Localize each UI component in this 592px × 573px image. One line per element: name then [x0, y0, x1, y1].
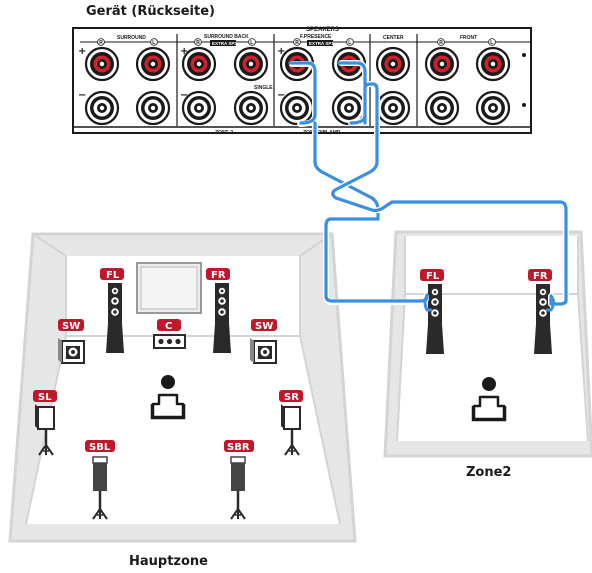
- label-main-sw-right-bg: [251, 319, 277, 331]
- label-main-fl: FL: [106, 270, 120, 281]
- terminal-front-l-plus: [475, 46, 511, 82]
- plus-mark-3: +: [277, 46, 285, 57]
- plus-mark-1: +: [78, 46, 86, 57]
- section-center: CENTER: [383, 35, 404, 41]
- sback-l-mark: L: [250, 40, 253, 46]
- zone2-panel-label: ZONE 2: [215, 130, 233, 136]
- label-main-fr-bg: [206, 268, 230, 280]
- subwoofer-icon: [249, 337, 277, 364]
- label-main-sbr: SBR: [227, 442, 250, 453]
- speaker-main-c: C: [153, 319, 186, 349]
- cable-zone2-fl-loop: [423, 294, 433, 312]
- terminal-surround-r-plus: [84, 46, 120, 82]
- speaker-main-sr: SR: [279, 390, 303, 457]
- plus-mark-2: +: [180, 46, 188, 57]
- label-zone2-fr-bg: [528, 269, 552, 281]
- label-main-fr: FR: [211, 270, 226, 281]
- label-main-sbl-bg: [85, 440, 115, 452]
- minus-mark-1: −: [78, 90, 86, 101]
- speaker-zone2-fl: FL: [420, 269, 444, 354]
- zone2-room: [383, 230, 592, 458]
- tv-icon: [136, 262, 202, 314]
- minus-mark-2: −: [180, 90, 188, 101]
- fp-l-mark: L: [348, 40, 351, 46]
- single-label: SINGLE: [254, 85, 273, 91]
- terminal-sback-l-plus: [233, 46, 269, 82]
- terminal-sback-r-minus: [181, 90, 217, 126]
- extra-sp2-label: EXTRA SP2: [212, 41, 237, 46]
- speaker-main-fr: FR: [206, 268, 231, 353]
- speaker-main-fl: FL: [100, 268, 124, 353]
- section-front: FRONT: [460, 35, 477, 41]
- device-title: Gerät (Rückseite): [86, 4, 215, 19]
- label-main-sbr-bg: [224, 440, 254, 452]
- label-main-sl-bg: [33, 390, 57, 402]
- label-main-sbl: SBL: [89, 442, 111, 453]
- tower-speaker-icon: [106, 283, 124, 353]
- speaker-main-sl: SL: [33, 390, 57, 457]
- speaker-main-sw-left: SW: [57, 319, 85, 364]
- terminal-sback-r-plus: [181, 46, 217, 82]
- terminal-fp-r-minus: [279, 90, 315, 126]
- zone2-biamp-label: ZONE 2/BI-AMP: [303, 130, 341, 136]
- terminal-surround-l-plus: [135, 46, 171, 82]
- label-main-c-bg: [157, 319, 181, 331]
- front-l-mark: L: [490, 40, 493, 46]
- extra-sp1-badge: [307, 40, 333, 46]
- subwoofer-icon: [57, 337, 85, 364]
- speaker-cables: [288, 60, 569, 312]
- label-main-sl: SL: [38, 392, 52, 403]
- label-main-sr-bg: [279, 390, 303, 402]
- rl-markers: R L R L R L R L: [97, 38, 496, 46]
- label-main-fl-bg: [100, 268, 124, 280]
- label-zone2-fl: FL: [426, 271, 440, 282]
- terminal-surround-r-minus: [84, 90, 120, 126]
- terminal-front-l-minus: [475, 90, 511, 126]
- extra-sp1-label: EXTRA SP1: [309, 41, 334, 46]
- terminal-center-plus: [375, 46, 411, 82]
- zone2-caption: Zone2: [466, 465, 511, 480]
- cable-zone2-fr-loop: [545, 294, 555, 312]
- center-speaker-icon: [153, 334, 186, 349]
- surround-l-mark: L: [152, 40, 155, 46]
- speaker-main-sbl: SBL: [85, 440, 115, 521]
- polarity-marks: + − + − + −: [78, 46, 285, 101]
- speaker-main-sw-right: SW: [249, 319, 277, 364]
- section-surround-back: SURROUND BACK: [204, 34, 249, 40]
- surround-r-mark: R: [99, 40, 103, 46]
- cable-zone2-fr-core: [331, 61, 568, 306]
- fp-r-mark: R: [295, 40, 299, 46]
- tower-speaker-icon: [213, 283, 231, 353]
- label-main-sw-left: SW: [62, 321, 80, 332]
- label-zone2-fl-bg: [420, 269, 444, 281]
- minus-mark-3: −: [277, 90, 285, 101]
- label-main-sw-left-bg: [58, 319, 84, 331]
- front-r-mark: R: [439, 40, 443, 46]
- tower-speaker-icon: [426, 284, 444, 354]
- speaker-zone2-fr: FR: [528, 269, 552, 354]
- terminal-front-r-minus: [424, 90, 460, 126]
- main-zone-caption: Hauptzone: [129, 554, 208, 569]
- label-main-sw-right: SW: [255, 321, 273, 332]
- sback-r-mark: R: [196, 40, 200, 46]
- section-surround: SURROUND: [117, 35, 146, 41]
- terminal-sback-l-minus: [233, 90, 269, 126]
- speakers-header: SPEAKERS: [306, 27, 339, 33]
- extra-sp2-badge: [210, 40, 236, 46]
- terminal-front-r-plus: [424, 46, 460, 82]
- label-zone2-fr: FR: [533, 271, 548, 282]
- terminal-center-minus: [375, 90, 411, 126]
- section-fpresence: F.PRESENCE: [300, 34, 332, 40]
- label-main-c: C: [165, 321, 172, 332]
- label-main-sr: SR: [284, 392, 299, 403]
- speaker-main-sbr: SBR: [224, 440, 254, 521]
- cable-zone2-fl-core: [288, 61, 429, 303]
- terminal-surround-l-minus: [135, 90, 171, 126]
